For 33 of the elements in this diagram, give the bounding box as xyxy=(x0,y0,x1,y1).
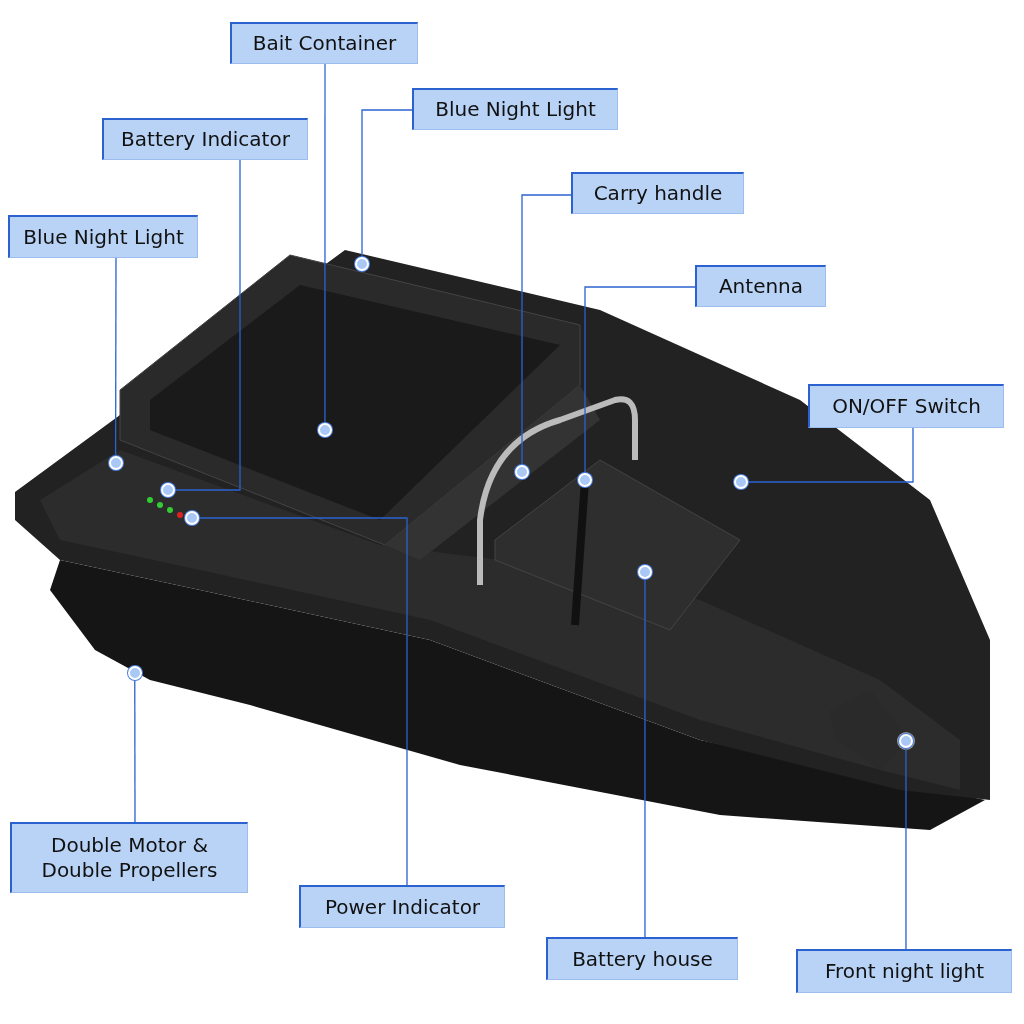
callout-label: Blue Night Light xyxy=(412,88,618,130)
callout-dot xyxy=(734,475,748,489)
callout-label: Blue Night Light xyxy=(8,215,198,258)
callout-label: Front night light xyxy=(796,949,1012,993)
callout-dot xyxy=(161,483,175,497)
leader-line xyxy=(905,747,907,950)
leader-line xyxy=(324,63,326,424)
callout-dot xyxy=(109,456,123,470)
callout-label: Power Indicator xyxy=(299,885,505,928)
callout-dot xyxy=(318,423,332,437)
callout-label: Bait Container xyxy=(230,22,418,64)
leader-line xyxy=(644,578,646,938)
leader-line xyxy=(114,257,117,457)
callout-dot xyxy=(355,257,369,271)
callout-label: Antenna xyxy=(695,265,826,307)
callout-label: Carry handle xyxy=(571,172,744,214)
callout-dot xyxy=(128,666,142,680)
leader-line xyxy=(521,194,572,466)
leader-line xyxy=(584,286,696,474)
leader-line xyxy=(747,427,914,483)
callout-label: ON/OFF Switch xyxy=(808,384,1004,428)
callout-dot xyxy=(515,465,529,479)
callout-label: Battery Indicator xyxy=(102,118,308,160)
callout-dot xyxy=(185,511,199,525)
callout-label: Battery house xyxy=(546,937,738,980)
leader-line xyxy=(174,159,241,491)
callout-label: Double Motor & Double Propellers xyxy=(10,822,248,893)
leader-line xyxy=(361,109,413,258)
leader-line xyxy=(198,517,408,886)
callout-dot xyxy=(899,734,913,748)
leader-line xyxy=(134,679,136,823)
callout-dot xyxy=(578,473,592,487)
callout-dot xyxy=(638,565,652,579)
